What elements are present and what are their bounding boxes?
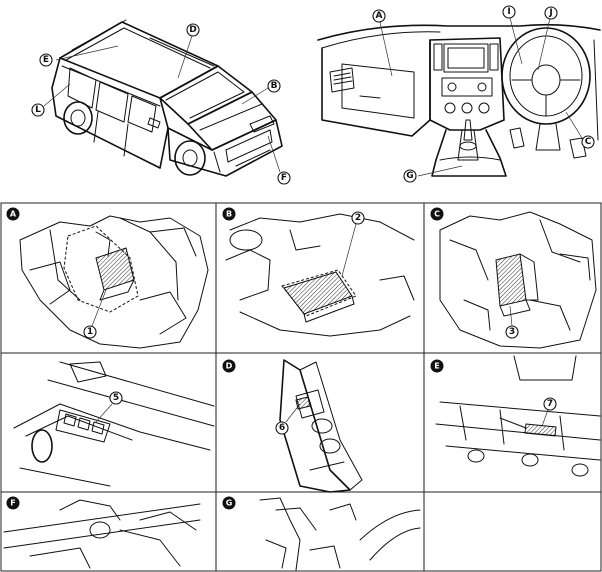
svg-text:D: D bbox=[226, 362, 233, 371]
svg-text:E: E bbox=[434, 362, 439, 371]
svg-text:F: F bbox=[10, 499, 15, 508]
panel-g-label: G bbox=[222, 496, 236, 510]
callout-dash-g: G bbox=[403, 169, 417, 183]
panel-a-part-callout: 1 bbox=[83, 325, 97, 339]
panel-door-switch-part-callout: 5 bbox=[109, 391, 123, 405]
panel-b-part-callout: 2 bbox=[351, 211, 365, 225]
svg-text:E: E bbox=[43, 55, 49, 65]
panel-door-switch: 5 bbox=[13, 361, 215, 487]
svg-text:I: I bbox=[507, 7, 510, 17]
panel-e-label: E bbox=[430, 359, 444, 373]
svg-text:C: C bbox=[585, 137, 592, 147]
svg-text:G: G bbox=[226, 499, 233, 508]
panel-e: E 7 bbox=[430, 355, 601, 477]
svg-text:5: 5 bbox=[113, 393, 119, 403]
vehicle-overview: D E B L F bbox=[31, 19, 291, 185]
callout-vehicle-d: D bbox=[186, 23, 200, 37]
panel-b: B 2 bbox=[222, 207, 415, 337]
svg-text:1: 1 bbox=[87, 327, 93, 337]
panel-grid bbox=[0, 202, 602, 572]
panel-c: C 3 bbox=[430, 207, 597, 349]
svg-text:A: A bbox=[10, 210, 17, 219]
callout-dash-c: C bbox=[581, 135, 595, 149]
callout-vehicle-f: F bbox=[277, 171, 291, 185]
callout-dash-a: A bbox=[372, 9, 386, 23]
panel-f-label: F bbox=[6, 496, 20, 510]
svg-text:2: 2 bbox=[355, 213, 361, 223]
dashboard-overview: A I J C G bbox=[317, 5, 601, 183]
svg-text:B: B bbox=[226, 210, 232, 219]
svg-text:F: F bbox=[281, 173, 287, 183]
panel-d-label: D bbox=[222, 359, 236, 373]
svg-text:C: C bbox=[434, 210, 440, 219]
svg-text:L: L bbox=[35, 105, 41, 115]
callout-vehicle-e: E bbox=[39, 53, 53, 67]
panel-a: A 1 bbox=[6, 207, 209, 349]
callout-dash-i: I bbox=[502, 5, 516, 19]
svg-text:B: B bbox=[271, 81, 278, 91]
panel-d: D 6 bbox=[222, 359, 363, 493]
svg-text:A: A bbox=[376, 11, 383, 21]
panel-g: G bbox=[222, 496, 421, 571]
panel-e-part-callout: 7 bbox=[543, 397, 557, 411]
svg-text:D: D bbox=[189, 25, 196, 35]
svg-text:3: 3 bbox=[509, 327, 515, 337]
svg-text:J: J bbox=[548, 8, 552, 18]
panel-c-part-callout: 3 bbox=[505, 325, 519, 339]
callout-dash-j: J bbox=[544, 6, 558, 20]
svg-text:7: 7 bbox=[547, 399, 553, 409]
panel-f: F bbox=[3, 496, 201, 569]
svg-text:6: 6 bbox=[279, 423, 285, 433]
panel-b-label: B bbox=[222, 207, 236, 221]
callout-vehicle-l: L bbox=[31, 103, 45, 117]
panel-d-part-callout: 6 bbox=[275, 421, 289, 435]
panel-a-label: A bbox=[6, 207, 20, 221]
callout-vehicle-b: B bbox=[267, 79, 281, 93]
svg-text:G: G bbox=[406, 171, 413, 181]
panel-c-label: C bbox=[430, 207, 444, 221]
